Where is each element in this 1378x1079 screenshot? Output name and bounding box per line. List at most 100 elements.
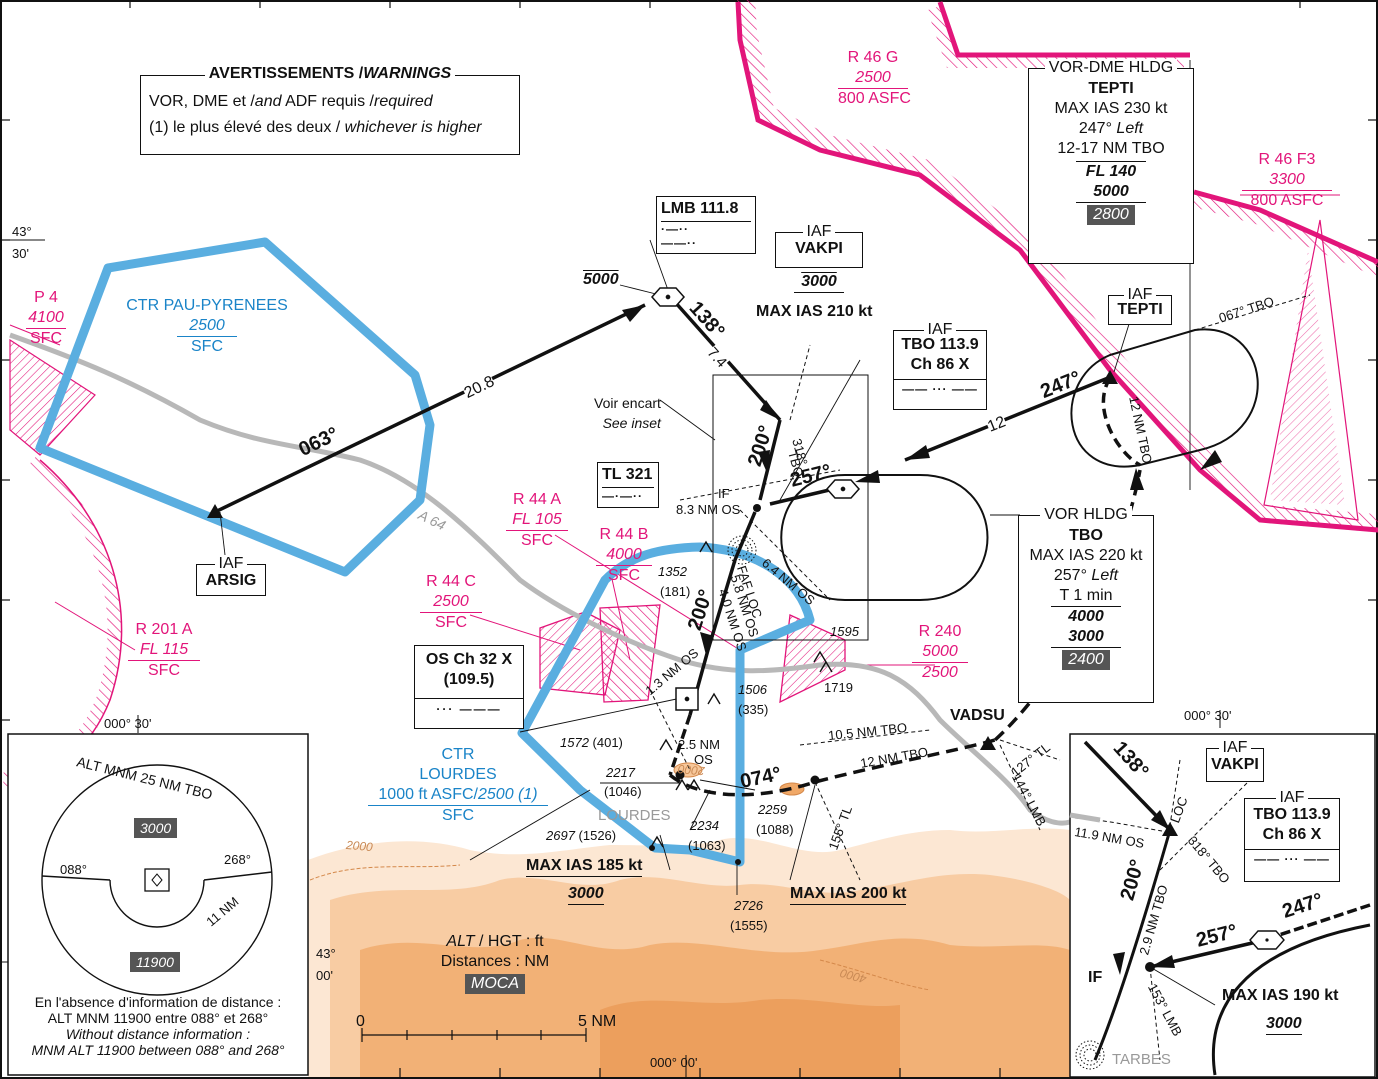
ctr-lourdes-name2: LOURDES (419, 766, 497, 783)
inset-tbo-iaf: IAF (1275, 789, 1309, 806)
msa-note3: Without distance information : (65, 1026, 251, 1042)
ndb-symbol (727, 535, 757, 565)
ctr-lourdes-label: CTR LOURDES 1000 ft ASFC/2500 (1) SFC (368, 745, 548, 826)
spot-2217: 2217 (606, 765, 635, 780)
os-line2: (109.5) (443, 671, 495, 688)
inset-tbo-box: IAF TBO 113.9 Ch 86 X —— ··· —— (1244, 789, 1340, 882)
vakpi-alt: 3000 (794, 272, 844, 293)
spot-401: (401) (588, 735, 623, 750)
warnings-required: required (373, 93, 433, 110)
see-inset-label: Voir encart See inset (594, 393, 661, 433)
msa-south-alt: 11900 (130, 952, 180, 972)
r46g-lower: 800 ASFC (838, 90, 911, 107)
lmb-navaid-box: LMB 111.8 ·—··——·· (656, 196, 756, 254)
p4-lower: SFC (30, 330, 62, 347)
r240-name: R 240 (918, 623, 962, 640)
tbo-holding-box: VOR HLDG TBO MAX IAS 220 kt 257° Left T … (1018, 506, 1154, 703)
tl-navaid-box: TL 321 —·—·· (597, 462, 659, 508)
tbo-line1: TBO 113.9 (901, 336, 979, 353)
ctr-lourdes-lower: SFC (442, 807, 474, 824)
tepti-hold-course: 247° (1078, 120, 1117, 137)
tbo-morse-icon: —— ··· —— (894, 379, 986, 398)
warnings-title-en: WARNINGS (363, 65, 452, 82)
arsig-iaf: IAF (214, 555, 248, 572)
r201a-label: R 201 A FL 115 SFC (128, 620, 200, 681)
r46g-upper: 2500 (838, 68, 908, 89)
lat-4300: 43° (316, 946, 336, 961)
scale-bar (361, 1028, 587, 1042)
lourdes-town: LOURDES (598, 807, 671, 824)
inset-vakpi-box: IAF VAKPI (1206, 739, 1264, 782)
vakpi-fix-box: IAF VAKPI (775, 223, 863, 268)
r240-lower: 2500 (922, 664, 958, 681)
legend-dist: Distances : NM (440, 953, 550, 970)
msa-brg-088: 088° (60, 862, 87, 877)
fix-symbols (207, 370, 1118, 865)
inset-area-frame (712, 374, 869, 641)
dist-83nm: 8.3 NM OS (676, 502, 741, 517)
tbo-hold-leg: T 1 min (1059, 587, 1113, 604)
spot-1506: 1506 (738, 682, 767, 697)
msa-note2: ALT MNM 11900 entre 088° et 268° (47, 1010, 269, 1026)
r44b-lower: SFC (608, 567, 640, 584)
r44b-upper: 4000 (596, 545, 652, 566)
spot-1046: (1046) (604, 784, 642, 799)
tbo-hold-upper: 4000 (1051, 606, 1121, 627)
legend-hgt: / HGT : ft (474, 933, 544, 950)
legend-block: ALT / HGT : ft Distances : NM MOCA (430, 932, 560, 994)
tbo-hold-turn: Left (1091, 567, 1119, 584)
warnings-line2-en: whichever is higher (344, 119, 482, 136)
lmb-alt: 5000 (583, 271, 619, 288)
tl-morse-icon: —·—·· (602, 487, 654, 504)
msa-north-alt: 3000 (134, 818, 178, 838)
r201a-name: R 201 A (135, 621, 193, 638)
r44-areas (469, 534, 935, 704)
warnings-line1: VOR, DME et / (149, 93, 255, 110)
msa-brg-268: 268° (224, 852, 251, 867)
contour-2000: 2000 (345, 837, 374, 855)
spot-1595: 1595 (830, 624, 859, 639)
dist-25nm: 2.5 NM (678, 737, 720, 752)
tbo-navaid-box: IAF TBO 113.9 Ch 86 X —— ··· —— (893, 321, 987, 410)
inset-tbo-line1: TBO 113.9 (1253, 806, 1331, 823)
arsig-name: ARSIG (205, 572, 257, 589)
inset-tbo-morse-icon: —— ··· —— (1245, 849, 1339, 868)
inset-ias-190: MAX IAS 190 kt (1222, 987, 1339, 1004)
inset-if: IF (1088, 969, 1103, 986)
vakpi-alt-text: 3000 (801, 273, 837, 290)
spot-1063: (1063) (688, 838, 726, 853)
spot-2726: 2726 (734, 898, 763, 913)
ctr-pau-boundary (35, 237, 435, 577)
obstacle-symbols (650, 540, 833, 848)
warnings-title: AVERTISSEMENTS / (208, 65, 364, 82)
r44b-label: R 44 B 4000 SFC (596, 525, 652, 586)
msa-panel (7, 733, 309, 1076)
spot-335: (335) (738, 702, 769, 717)
spot-1572: 1572 (560, 735, 589, 750)
tbo-hold-title: VOR HLDG (1040, 506, 1132, 523)
tbo-hold-ias: MAX IAS 220 kt (1029, 547, 1143, 564)
warnings-line2: (1) le plus élevé des deux / (149, 119, 345, 136)
inset-alt-3000: 3000 (1266, 1014, 1302, 1035)
contour-2000-b: 2000 (677, 761, 706, 779)
inset-vakpi-name: VAKPI (1211, 756, 1259, 773)
tbo-hold-course: 257° (1053, 567, 1092, 584)
r44c-name: R 44 C (426, 573, 476, 590)
ctr-lourdes-upper-b: 2500 (1) (478, 786, 538, 803)
spot-1088: (1088) (756, 822, 794, 837)
route-arrows (622, 305, 1222, 655)
if-label: IF (718, 486, 730, 501)
r46f3-name: R 46 F3 (1258, 151, 1316, 168)
tbo-line2: Ch 86 X (910, 356, 970, 373)
tepti-hold-fix: TEPTI (1088, 80, 1134, 97)
spot-1526: (1526) (574, 828, 617, 843)
tbo-hold-fix: TBO (1069, 527, 1103, 544)
msa-note: En l'absence d'information de distance :… (8, 994, 308, 1058)
r44a-upper: FL 105 (506, 510, 568, 531)
spot-2697: 2697 (546, 828, 575, 843)
os-morse-icon: ··· ——— (415, 698, 523, 719)
legend-alt: ALT (446, 933, 475, 950)
tbo-holding-racetrack (780, 474, 989, 601)
tbo-hold-lower: 3000 (1051, 627, 1121, 648)
